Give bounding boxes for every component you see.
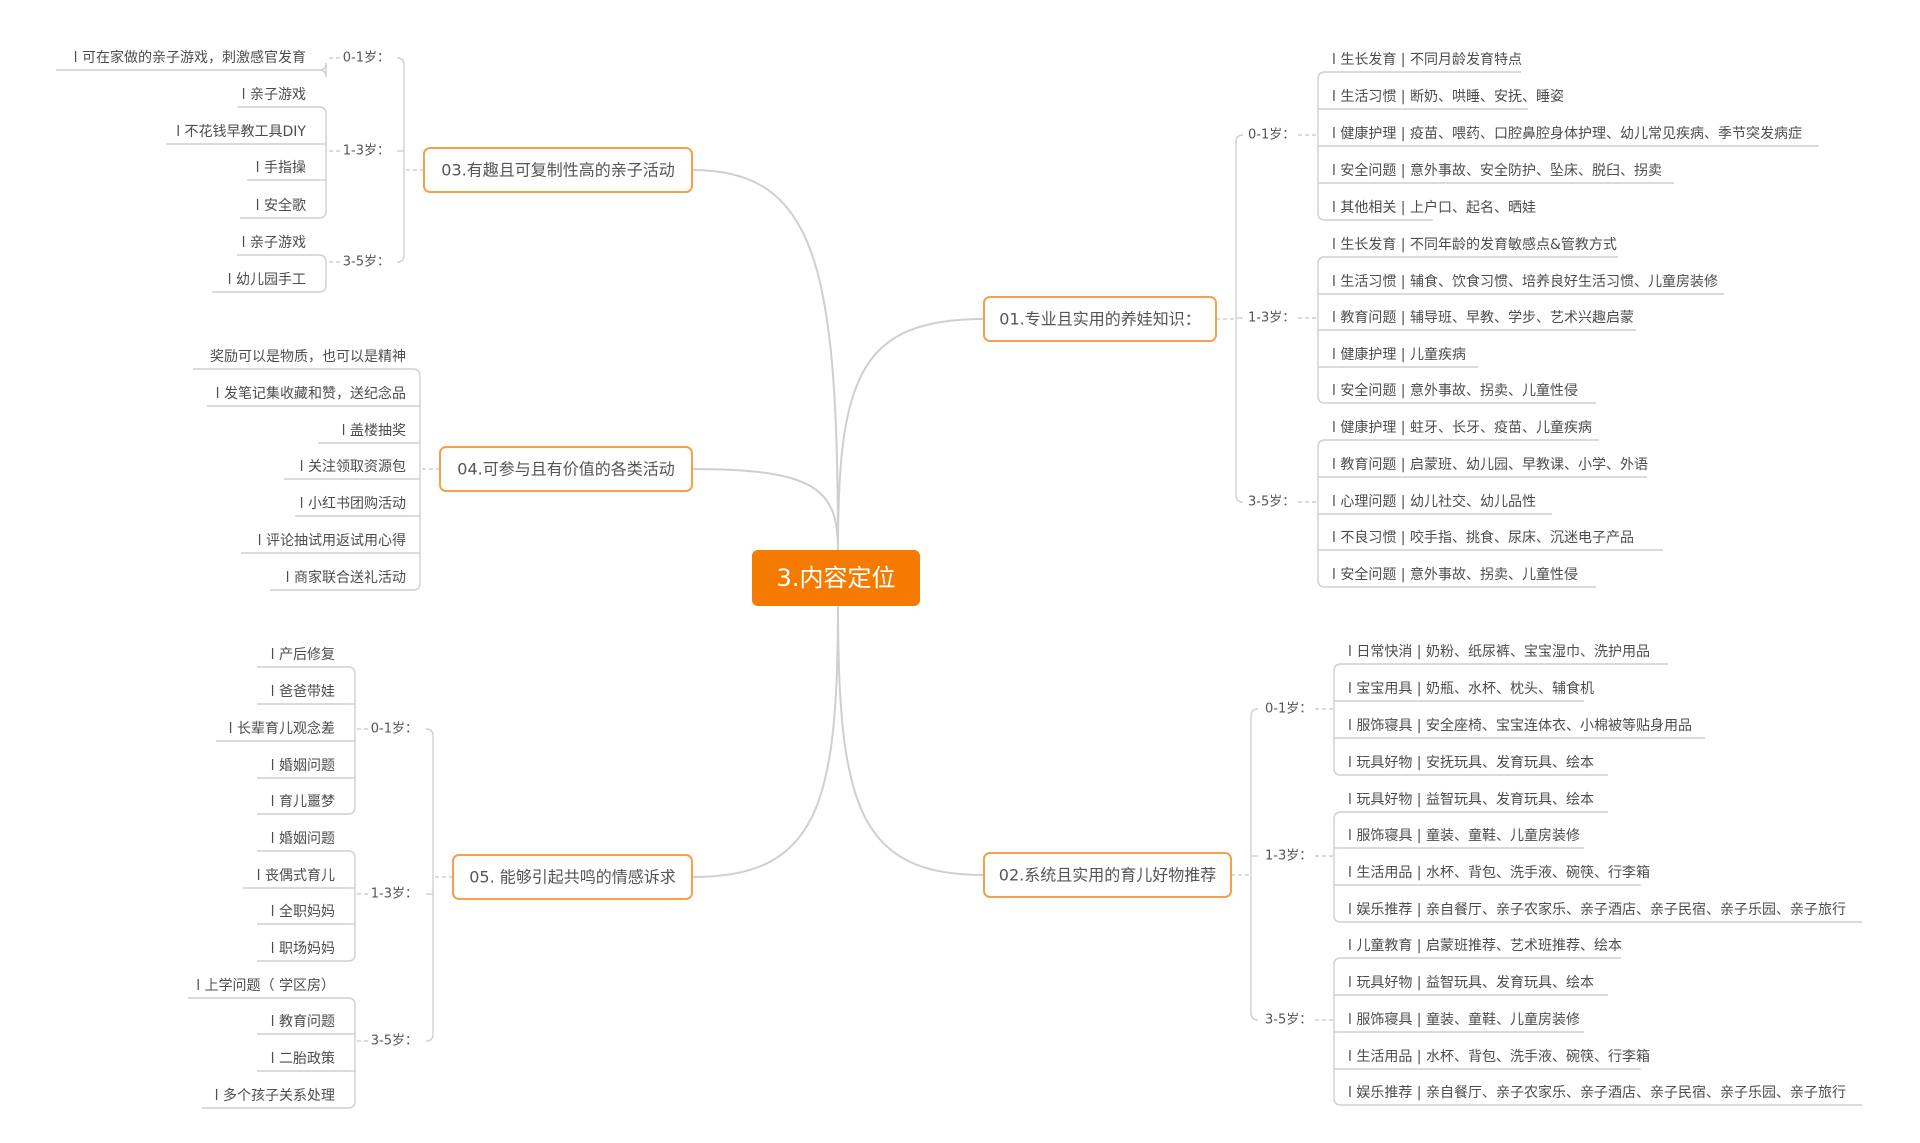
leaf-item: l 儿童教育 | 启蒙班推荐、艺术班推荐、绘本	[1348, 937, 1622, 954]
branch-curve-b01	[837, 318, 985, 551]
age-label: 3-5岁：	[1248, 495, 1295, 510]
age-label: 0-1岁：	[1248, 128, 1295, 143]
leaf-item: l 其他相关 | 上户口、起名、晒娃	[1332, 199, 1536, 216]
item-bracket	[318, 106, 327, 219]
leaf-item: l 玩具好物 | 安抚玩具、发育玩具、绘本	[1348, 755, 1594, 771]
leaf-item: l 教育问题 | 启蒙班、幼儿园、早教课、小学、外语	[1332, 457, 1648, 473]
leaf-item: l 丧偶式育儿	[257, 868, 335, 884]
leaf-item: l 婚姻问题	[271, 831, 335, 847]
age-bracket-b02	[1250, 708, 1259, 1021]
age-label: 3-5岁：	[371, 1034, 418, 1049]
age-label: 1-3岁：	[1248, 311, 1295, 326]
leaf-item: l 服饰寝具 | 安全座椅、宝宝连体衣、小棉被等贴身用品	[1348, 717, 1692, 734]
leaf-item: l 教育问题	[271, 1014, 335, 1030]
item-bracket	[347, 850, 356, 962]
branch-curve-b02	[837, 605, 985, 876]
leaf-item: l 不良习惯 | 咬手指、挑食、尿床、沉迷电子产品	[1332, 529, 1634, 546]
leaf-item: l 职场妈妈	[271, 941, 335, 957]
item-bracket	[1333, 663, 1342, 776]
item-bracket	[347, 997, 356, 1109]
branch-label-b03: 03.有趣且可复制性高的亲子活动	[441, 161, 674, 180]
branch-box-b01	[983, 296, 1217, 342]
leaf-item: l 亲子游戏	[242, 235, 306, 251]
branch-curve-b04	[691, 468, 839, 551]
branch-box-b03	[423, 147, 693, 193]
leaf-item: l 可在家做的亲子游戏，刺激感官发育	[74, 49, 306, 66]
leaf-item: 奖励可以是物质，也可以是精神	[210, 348, 406, 365]
leaf-item: l 二胎政策	[271, 1050, 335, 1067]
leaf-item: l 娱乐推荐 | 亲自餐厅、亲子农家乐、亲子酒店、亲子民宿、亲子乐园、亲子旅行	[1348, 901, 1846, 918]
age-label: 0-1岁：	[371, 722, 418, 737]
age-label: 0-1岁：	[343, 51, 390, 66]
leaf-item: l 爸爸带娃	[271, 684, 335, 700]
leaf-item: l 小红书团购活动	[300, 496, 406, 512]
leaf-item: l 婚姻问题	[271, 758, 335, 774]
branch-label-b04: 04.可参与且有价值的各类活动	[457, 460, 674, 479]
branch-curve-b03	[691, 169, 839, 551]
age-label: 1-3岁：	[371, 887, 418, 902]
leaf-item: l 生活习惯 | 断奶、哄睡、安抚、睡姿	[1332, 88, 1564, 105]
leaf-item: l 商家联合送礼活动	[286, 569, 406, 586]
branch-curve-b05	[691, 605, 839, 878]
age-label: 3-5岁：	[343, 255, 390, 270]
leaf-item: l 心理问题 | 幼儿社交、幼儿品性	[1332, 493, 1536, 510]
leaf-item: l 产后修复	[271, 646, 335, 663]
leaf-item: l 亲子游戏	[242, 87, 306, 103]
leaf-item: l 多个孩子关系处理	[215, 1087, 335, 1104]
age-label: 0-1岁：	[1265, 702, 1312, 717]
leaf-item: l 幼儿园手工	[228, 272, 306, 288]
branch-box-b04	[439, 446, 693, 492]
leaf-item: l 娱乐推荐 | 亲自餐厅、亲子农家乐、亲子酒店、亲子民宿、亲子乐园、亲子旅行	[1348, 1084, 1846, 1101]
branch-label-b02: 02.系统且实用的育儿好物推荐	[999, 866, 1216, 885]
branch-box-b05	[452, 854, 693, 900]
leaf-item: l 上学问题（ 学区房）	[196, 978, 335, 994]
age-bracket-b05	[425, 728, 434, 1042]
leaf-item: l 不花钱早教工具DIY	[176, 124, 306, 140]
leaf-item: l 生长发育 | 不同月龄发育特点	[1332, 52, 1522, 68]
mind-map-nodes: 3.内容定位 01.专业且实用的养娃知识： 02.系统且实用的育儿好物推荐 03.有趣…	[74, 49, 1846, 1104]
leaf-item: l 安全问题 | 意外事故、拐卖、儿童性侵	[1332, 566, 1578, 583]
connector-lines	[56, 57, 1862, 1109]
age-label: 1-3岁：	[1265, 849, 1312, 864]
item-bracket	[318, 254, 327, 293]
leaf-item: l 日常快消 | 奶粉、纸尿裤、宝宝湿巾、洗护用品	[1348, 644, 1650, 660]
leaf-item: l 安全问题 | 意外事故、安全防护、坠床、脱臼、拐卖	[1332, 162, 1662, 179]
leaf-item: l 玩具好物 | 益智玩具、发育玩具、绘本	[1348, 792, 1594, 808]
age-label: 1-3岁：	[343, 144, 390, 159]
central-topic: 3.内容定位	[777, 564, 896, 592]
item-bracket	[1333, 811, 1342, 923]
leaf-item: l 宝宝用具 | 奶瓶、水杯、枕头、辅食机	[1348, 680, 1594, 697]
age-bracket-b03	[396, 57, 405, 263]
central-topic-box	[752, 550, 920, 606]
branch-box-b02	[983, 852, 1232, 898]
leaf-item: l 生活用品 | 水杯、背包、洗手液、碗筷、行李箱	[1348, 864, 1650, 881]
leaf-item: l 盖楼抽奖	[342, 422, 406, 439]
leaf-item: l 健康护理 | 儿童疾病	[1332, 346, 1466, 363]
leaf-item: l 服饰寝具 | 童装、童鞋、儿童房装修	[1348, 827, 1580, 844]
leaf-item: l 教育问题 | 辅导班、早教、学步、艺术兴趣启蒙	[1332, 310, 1634, 326]
leaf-item: l 生活用品 | 水杯、背包、洗手液、碗筷、行李箱	[1348, 1048, 1650, 1065]
branch-label-b01: 01.专业且实用的养娃知识：	[999, 310, 1200, 329]
leaf-item: l 安全问题 | 意外事故、拐卖、儿童性侵	[1332, 382, 1578, 399]
branch-label-b05: 05. 能够引起共鸣的情感诉求	[469, 868, 676, 887]
leaf-item: l 健康护理 | 蛀牙、长牙、疫苗、儿童疾病	[1332, 419, 1592, 436]
item-bracket	[318, 62, 327, 78]
leaf-item: l 生长发育 | 不同年龄的发育敏感点&管教方式	[1332, 236, 1617, 253]
leaf-item: l 安全歌	[256, 197, 306, 214]
age-label: 3-5岁：	[1265, 1013, 1312, 1028]
leaf-item: l 育儿噩梦	[271, 794, 335, 810]
leaf-item: l 全职妈妈	[271, 903, 335, 920]
leaf-item: l 服饰寝具 | 童装、童鞋、儿童房装修	[1348, 1011, 1580, 1028]
leaf-item: l 生活习惯 | 辅食、饮食习惯、培养良好生活习惯、儿童房装修	[1332, 273, 1718, 290]
leaf-item: l 评论抽试用返试用心得	[258, 532, 406, 549]
leaf-item: l 健康护理 | 疫苗、喂药、口腔鼻腔身体护理、幼儿常见疾病、季节突发病症	[1332, 125, 1802, 142]
leaf-item: l 发笔记集收藏和赞，送纪念品	[216, 385, 406, 402]
leaf-item: l 关注领取资源包	[300, 459, 406, 475]
leaf-item: l 手指操	[256, 160, 306, 176]
leaf-item: l 玩具好物 | 益智玩具、发育玩具、绘本	[1348, 975, 1594, 991]
leaf-item: l 长辈育儿观念差	[229, 720, 335, 737]
